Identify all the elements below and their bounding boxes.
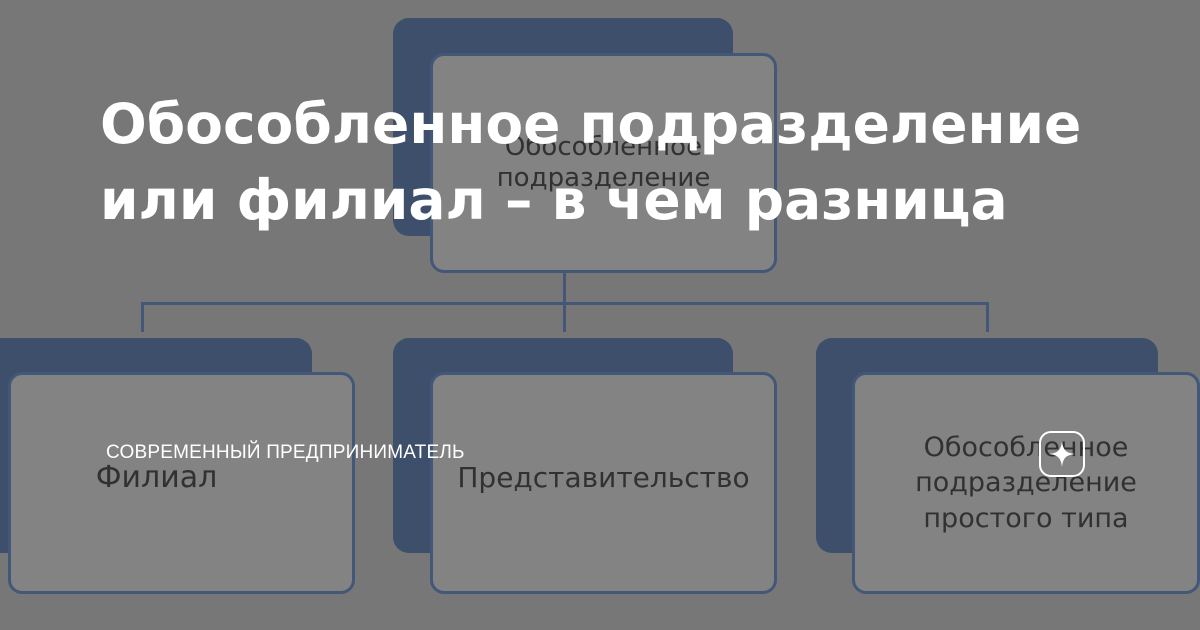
- child-box-2: Представительство: [430, 372, 777, 594]
- child-box-label-3: Обособленное подразделение простого типа: [915, 432, 1137, 534]
- child-box-3: Обособленное подразделение простого типа: [852, 372, 1200, 594]
- connector-left: [141, 302, 144, 332]
- root-box: Обособленное подразделение: [430, 53, 777, 273]
- source-name[interactable]: СОВРЕМЕННЫЙ ПРЕДПРИНИМАТЕЛЬ: [106, 442, 465, 463]
- connector-right: [986, 302, 989, 332]
- sparkle-star-icon: [1039, 431, 1085, 477]
- child-box-label-2: Представительство: [457, 461, 750, 495]
- child-box-label-1: Филиал: [95, 460, 218, 495]
- child-box-1: Филиал: [8, 372, 355, 594]
- article-headline[interactable]: Обособленное подразделение или филиал – …: [100, 92, 1082, 232]
- connector-horizontal: [141, 302, 989, 305]
- root-box-label: Обособленное подразделение: [496, 131, 711, 193]
- connector-vertical-root: [563, 270, 566, 332]
